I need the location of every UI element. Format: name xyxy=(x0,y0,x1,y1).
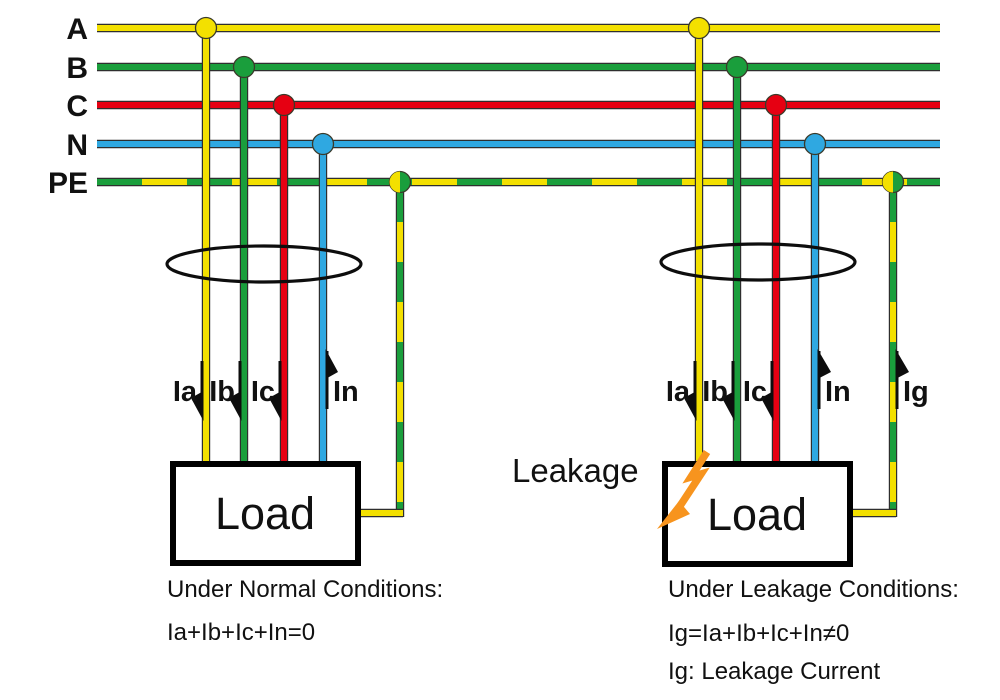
junction-dot-c-left xyxy=(272,93,296,117)
current-label-ib-left: Ib xyxy=(209,376,235,408)
current-label-ig-right: Ig xyxy=(903,376,929,408)
leakage-annotation: Leakage xyxy=(512,449,711,529)
current-label-ic-right: Ic xyxy=(743,376,767,408)
down-arrow-icon xyxy=(761,391,774,421)
load-box-left-label: Load xyxy=(215,488,315,539)
junction-dot-n-right xyxy=(803,132,827,156)
current-arrow-ia-left: Ia xyxy=(173,361,204,421)
current-label-in-left: In xyxy=(333,376,359,408)
current-transformer-ellipse-right xyxy=(659,242,857,282)
down-arrow-icon xyxy=(684,391,697,421)
junction-dot-b-left xyxy=(232,55,256,79)
right-caption-line-3: Ig: Leakage Current xyxy=(668,658,880,685)
bus-c-label: C xyxy=(66,90,88,123)
up-arrow-icon xyxy=(895,349,909,379)
junction-dot-c-right xyxy=(764,93,788,117)
current-arrow-in-left: In xyxy=(325,349,359,409)
load-box-left: Load xyxy=(170,461,361,566)
bus-b-label: B xyxy=(66,52,88,85)
down-arrow-icon xyxy=(191,391,204,421)
up-arrow-icon xyxy=(325,349,338,379)
current-label-ib-right: Ib xyxy=(702,376,728,408)
current-arrow-ic-right: Ic xyxy=(743,361,774,421)
down-arrow-icon xyxy=(722,391,735,421)
current-arrow-ig-right: Ig xyxy=(895,349,929,409)
junction-dot-pe-right-half xyxy=(882,171,893,193)
junction-dot-a-right xyxy=(687,16,711,40)
current-arrow-ib-right: Ib xyxy=(702,361,735,421)
current-label-ic-left: Ic xyxy=(251,376,275,408)
leakage-label: Leakage xyxy=(512,452,639,489)
current-label-ia-right: Ia xyxy=(666,376,691,408)
load-box-right: Load xyxy=(662,461,853,567)
captions: Under Normal Conditions: Ia+Ib+Ic+In=0 U… xyxy=(167,576,959,685)
load-box-left-rect xyxy=(170,461,361,566)
right-caption-line-2: Ig=Ia+Ib+Ic+In≠0 xyxy=(668,620,849,647)
bus-n-label: N xyxy=(66,129,88,162)
current-arrow-ic-left: Ic xyxy=(251,361,282,421)
current-arrow-ib-left: Ib xyxy=(209,361,242,421)
load-box-right-label: Load xyxy=(707,489,807,540)
current-arrow-ia-right: Ia xyxy=(666,361,697,421)
left-caption-line-1: Under Normal Conditions: xyxy=(167,576,443,603)
bus-pe-label: PE xyxy=(48,167,88,200)
current-arrows-right: Ia Ib Ic In Ig xyxy=(666,349,929,421)
current-arrows-left: Ia Ib Ic In xyxy=(173,349,359,421)
lightning-bolt-icon xyxy=(676,449,711,509)
junction-dot-b-right xyxy=(725,55,749,79)
right-caption-line-1: Under Leakage Conditions: xyxy=(668,576,959,603)
bus-a-label: A xyxy=(66,13,88,46)
current-label-ia-left: Ia xyxy=(173,376,198,408)
junction-dot-pe-left-half xyxy=(389,171,400,193)
up-arrow-icon xyxy=(817,349,831,379)
current-label-in-right: In xyxy=(825,376,851,408)
bus-labels: A B C N PE xyxy=(48,13,88,200)
junction-dots xyxy=(194,16,905,194)
current-arrow-in-right: In xyxy=(817,349,851,409)
lightning-bolt-arrowhead xyxy=(657,501,690,529)
current-transformer-ellipse-left xyxy=(165,244,363,284)
down-arrow-icon xyxy=(269,391,282,421)
left-caption-line-2: Ia+Ib+Ic+In=0 xyxy=(167,619,315,646)
junction-dot-a-left xyxy=(194,16,218,40)
down-arrow-icon xyxy=(229,391,242,421)
junction-dot-n-left xyxy=(311,132,335,156)
